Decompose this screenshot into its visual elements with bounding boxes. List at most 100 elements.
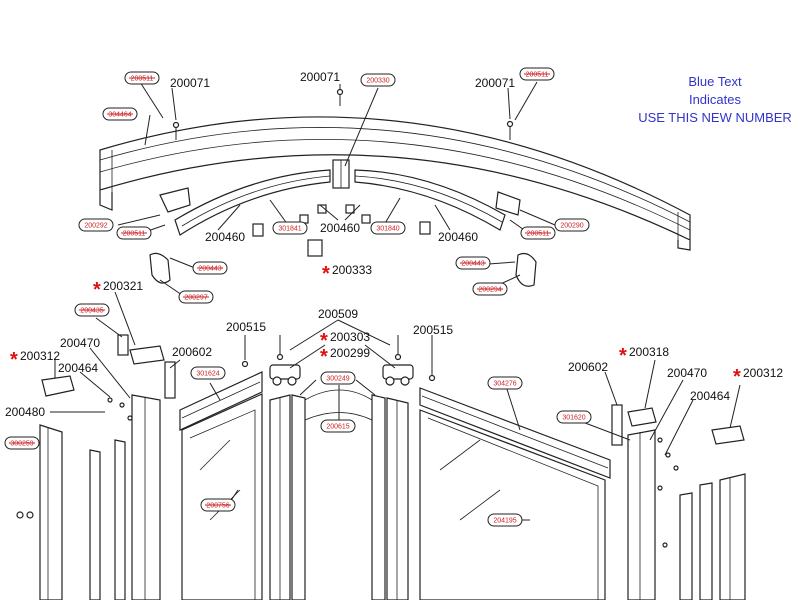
part-label-200318: *200318 [619,345,669,367]
part-number-text: 200480 [5,405,45,419]
asterisk-icon: * [320,346,328,368]
old-number-text: 200511 [526,72,549,79]
old-number-pill [487,376,523,390]
asterisk-icon: * [10,349,18,371]
old-number-text: 200435 [80,308,103,315]
left-caps [41,334,176,399]
part-label-200303: *200303 [320,330,370,352]
old-part-number-tags: 200511 304464 200330 200511 200292 200511 3018… [4,67,592,527]
part-label-200470: 200470 [60,336,100,350]
old-number-text: 200292 [84,223,107,230]
old-number-tag-200615: 200615 [320,419,356,433]
old-number-tag-301841: 301841 [272,221,308,235]
legend: Blue Text Indicates USE THIS NEW NUMBER [630,73,800,127]
old-number-text: 301840 [376,226,399,233]
old-number-pill [78,218,114,232]
old-number-tag-200443: 200443 [455,256,491,270]
part-number-text: 200318 [629,345,669,359]
legend-line-2: Indicates [688,92,742,107]
old-number-tag-301624: 301624 [190,366,226,380]
old-number-pill [320,419,356,433]
part-label-200509: 200509 [318,307,358,321]
old-number-text: 304276 [493,381,516,388]
part-number-text: 200460 [438,230,478,244]
old-number-text: 200297 [184,295,207,302]
part-label-200464: 200464 [58,361,98,375]
part-label-200071: 200071 [300,70,340,84]
part-label-200460: 200460 [205,230,245,244]
part-label-200602: 200602 [172,345,212,359]
part-number-text: 200071 [475,76,515,90]
part-number-text: 200602 [568,360,608,374]
old-number-pill [554,218,590,232]
old-number-tag-200511: 200511 [124,71,160,85]
old-number-pill [556,410,592,424]
left-screws [16,335,249,519]
old-number-pill [190,366,226,380]
old-number-text: 200443 [461,261,484,268]
part-number-text: 200515 [413,323,453,337]
part-label-200470: 200470 [667,366,707,380]
old-number-tag-200435: 200435 [74,303,110,317]
old-number-pill [487,513,523,527]
old-number-tag-204195: 204195 [487,513,523,527]
old-number-tag-200511: 200511 [520,226,556,240]
legend-line-1: Blue Text [688,74,742,89]
part-number-text: 200071 [170,76,210,90]
right-screws [428,340,679,548]
old-number-tag-304464: 304464 [102,107,138,121]
part-number-text: 200464 [58,361,98,375]
part-label-200515: 200515 [226,320,266,334]
part-label-200333: *200333 [322,263,372,285]
part-number-text: 200509 [318,307,358,321]
part-label-200460: 200460 [438,230,478,244]
part-number-text: 200460 [320,221,360,235]
part-label-200071: 200071 [170,76,210,90]
old-number-tag-200290: 200290 [554,218,590,232]
part-label-200480: 200480 [5,405,45,419]
left-wall-post [131,394,161,600]
legend-line-3: USE THIS NEW NUMBER [638,110,792,125]
old-number-tag-200511: 200511 [116,226,152,240]
old-number-tag-200330: 200330 [360,73,396,87]
old-number-tag-300259: 300259 [4,436,40,450]
old-number-text: 200511 [123,231,146,238]
old-number-text: 200511 [131,76,154,83]
old-number-tag-200297: 200297 [178,290,214,304]
part-number-text: 200464 [690,389,730,403]
part-number-text: 200470 [667,366,707,380]
old-number-tag-200443: 200443 [192,261,228,275]
old-number-text: 200511 [527,231,550,238]
asterisk-icon: * [322,263,330,285]
part-number-text: 200333 [332,263,372,277]
right-wall-jamb [679,473,746,600]
old-number-text: 304464 [108,112,131,119]
part-label-200602: 200602 [568,360,608,374]
center-rollers [269,335,414,386]
left-door-panel [179,371,263,600]
part-number-text: 200299 [330,346,370,360]
right-door-panel [419,387,611,600]
curved-header-track [99,116,691,251]
part-number-text: 200071 [300,70,340,84]
left-wall-jamb [39,424,126,600]
roller-tabs-200460 [252,204,431,257]
old-number-tag-200511: 200511 [519,67,555,81]
old-number-text: 200756 [206,503,229,510]
old-number-tag-300249: 300249 [320,371,356,385]
old-number-tag-301620: 301620 [556,410,592,424]
part-number-text: 200321 [103,279,143,293]
asterisk-icon: * [619,345,627,367]
part-label-200299: *200299 [320,346,370,368]
center-bracket [332,159,350,189]
center-rails [269,389,409,600]
old-number-text: 300259 [10,441,33,448]
asterisk-icon: * [320,330,328,352]
old-number-tag-200292: 200292 [78,218,114,232]
top-side-brackets [149,187,537,287]
part-number-text: 200312 [743,366,783,380]
old-number-pill [272,221,308,235]
old-number-text: 200443 [198,266,221,273]
